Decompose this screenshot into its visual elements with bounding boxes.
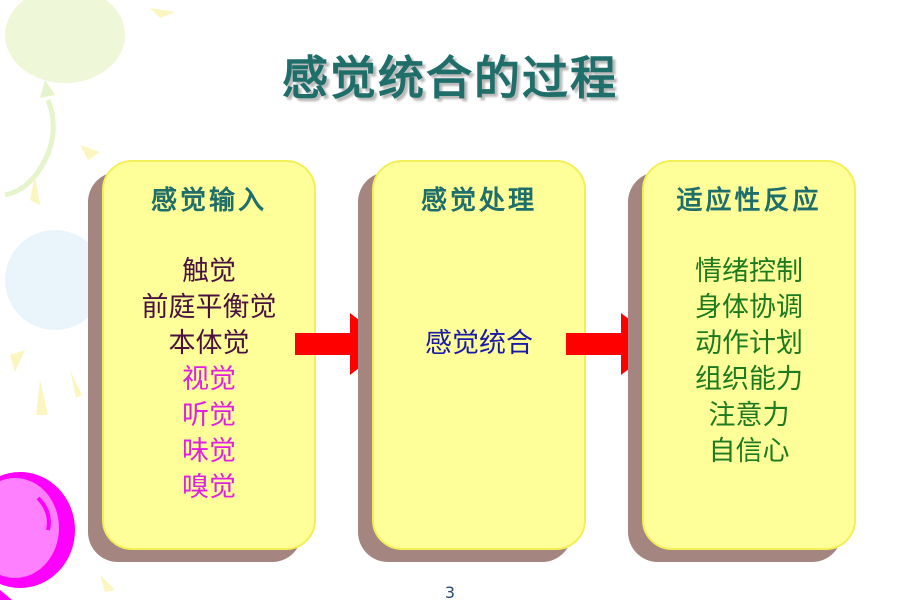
- balloon-blue-icon: [5, 230, 105, 330]
- box-face: 适应性反应 情绪控制 身体协调 动作计划 组织能力 注意力 自信心: [642, 160, 856, 550]
- box-face: 感觉输入 触觉 前庭平衡觉 本体觉 视觉 听觉 味觉 嗅觉: [102, 160, 316, 550]
- list-item: 注意力: [708, 400, 790, 431]
- box-header: 适应性反应: [676, 186, 822, 216]
- box-sensory-input: 感觉输入 触觉 前庭平衡觉 本体觉 视觉 听觉 味觉 嗅觉: [88, 160, 316, 562]
- item-list: 感觉统合: [374, 326, 584, 362]
- box-header: 感觉输入: [150, 186, 267, 216]
- list-item: 味觉: [182, 436, 236, 467]
- page-number: 3: [444, 583, 456, 602]
- list-item: 前庭平衡觉: [141, 292, 277, 323]
- list-item: 听觉: [182, 400, 236, 431]
- list-item: 感觉统合: [425, 328, 533, 359]
- list-item: 动作计划: [695, 328, 803, 359]
- box-face: 感觉处理 感觉统合: [372, 160, 586, 550]
- list-item: 身体协调: [695, 292, 803, 323]
- list-item: 本体觉: [168, 328, 250, 359]
- box-header: 感觉处理: [420, 186, 537, 216]
- box-adaptive-response: 适应性反应 情绪控制 身体协调 动作计划 组织能力 注意力 自信心: [628, 160, 856, 562]
- balloon-decoration: [0, 0, 175, 600]
- list-item: 视觉: [182, 364, 236, 395]
- list-item: 情绪控制: [695, 256, 803, 287]
- list-item: 嗅觉: [182, 472, 236, 503]
- item-list: 触觉 前庭平衡觉 本体觉 视觉 听觉 味觉 嗅觉: [104, 254, 314, 506]
- item-list: 情绪控制 身体协调 动作计划 组织能力 注意力 自信心: [644, 254, 854, 470]
- slide-title: 感觉统合的过程: [282, 51, 618, 105]
- list-item: 自信心: [708, 436, 790, 467]
- balloon-green-icon: [5, 0, 125, 83]
- list-item: 组织能力: [695, 364, 803, 395]
- list-item: 触觉: [182, 256, 236, 287]
- box-sensory-processing: 感觉处理 感觉统合: [358, 160, 586, 562]
